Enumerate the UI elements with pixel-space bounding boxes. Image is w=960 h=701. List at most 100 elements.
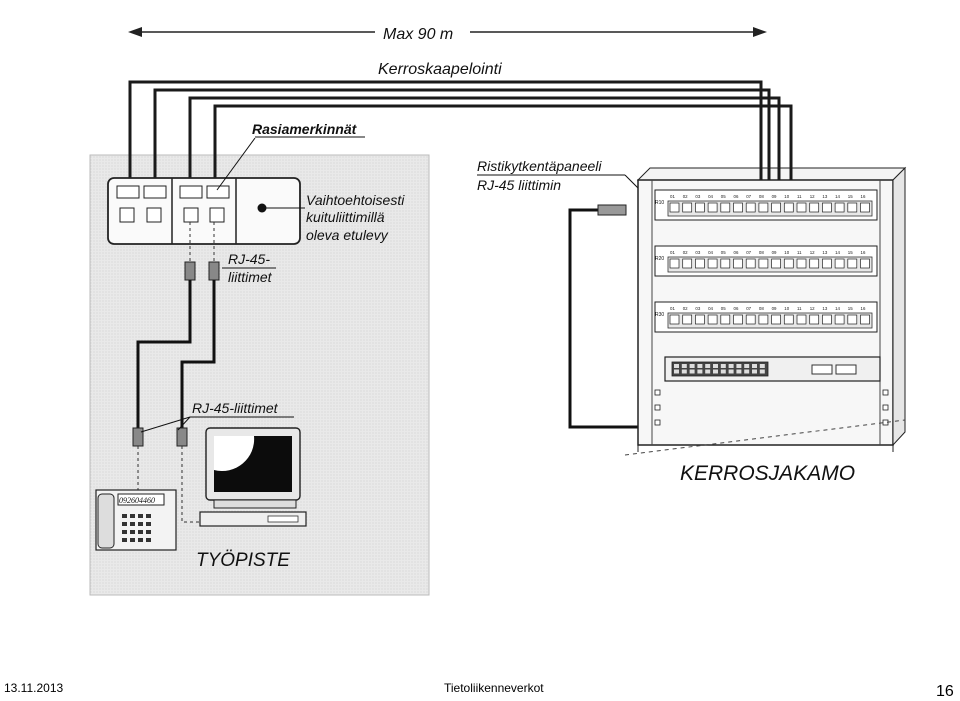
- patch-dashed: [189, 222, 215, 262]
- outlet-label-window: [179, 185, 203, 199]
- switch-port: [689, 369, 695, 374]
- switch-port: [759, 364, 765, 368]
- port-number-label: 10: [784, 194, 789, 199]
- port-number-label: 04: [708, 306, 713, 311]
- port-number-label: 13: [822, 194, 827, 199]
- port-number-label: 03: [695, 250, 700, 255]
- panel-row-label: R10: [655, 200, 664, 206]
- alt-front-label-line3: oleva etulevy: [306, 227, 389, 243]
- switch-port: [713, 369, 718, 374]
- workstation-patch-cables: [136, 280, 216, 428]
- wall-outlet: [107, 177, 301, 245]
- port-number-label: 10: [784, 306, 789, 311]
- phone-display-text: 092604460: [119, 496, 155, 505]
- patch-port: [834, 258, 845, 269]
- port-number-label: 06: [734, 194, 739, 199]
- switch-port: [744, 369, 750, 374]
- rack-legs: [637, 445, 894, 452]
- port-number-label: 01: [670, 306, 675, 311]
- outlet-markings-label: Rasiamerkinnät: [252, 121, 358, 137]
- device-cords: [137, 446, 200, 523]
- port-number-label: 05: [721, 194, 726, 199]
- patch-panel-label-line2: RJ-45 liittimin: [477, 177, 561, 193]
- alt-front-label-line1: Vaihtoehtoisesti: [306, 192, 405, 208]
- switch-port: [697, 369, 703, 374]
- switch-port: [759, 369, 765, 374]
- outlet-jack: [183, 207, 199, 223]
- patch-panel-label-line1: Ristikytkentäpaneeli: [477, 158, 602, 174]
- outlet-jack: [146, 207, 162, 223]
- patch-port: [809, 258, 820, 269]
- panel-row-label: R30: [655, 312, 664, 318]
- switch-port: [720, 369, 726, 374]
- patch-port: [707, 202, 718, 213]
- port-number-label: 14: [835, 194, 840, 199]
- page-number: 16: [936, 683, 954, 700]
- patch-port: [720, 258, 731, 269]
- switch-port: [674, 364, 679, 368]
- patch-port: [745, 314, 756, 325]
- port-number-label: 15: [848, 194, 853, 199]
- patch-port: [822, 202, 832, 213]
- port-number-label: 01: [670, 194, 675, 199]
- patch-port: [822, 314, 832, 325]
- panel-row-label: R20: [655, 256, 664, 262]
- patch-port: [758, 314, 769, 325]
- port-number-label: 11: [797, 306, 802, 311]
- patch-port: [847, 258, 858, 269]
- port-number-label: 16: [861, 250, 866, 255]
- patch-port: [860, 202, 870, 213]
- telephone-icon: [95, 489, 177, 551]
- port-number-label: 06: [734, 306, 739, 311]
- outlet-label-window: [143, 185, 167, 199]
- patch-port: [796, 202, 807, 213]
- switch-port: [720, 364, 726, 368]
- wiring-closet-label: KERROSJAKAMO: [680, 462, 855, 485]
- port-number-label: 16: [861, 194, 866, 199]
- switch-port: [744, 364, 750, 368]
- patch-port: [758, 258, 769, 269]
- switch-port: [697, 364, 703, 368]
- floor-cable-entries: [759, 168, 793, 180]
- alt-front-label-line2: kuituliittimillä: [306, 209, 385, 225]
- floor-line: [624, 419, 906, 456]
- switch-port: [705, 369, 711, 374]
- patch-port: [847, 202, 858, 213]
- port-number-label: 10: [784, 250, 789, 255]
- port-number-label: 09: [772, 194, 777, 199]
- port-number-label: 02: [683, 194, 688, 199]
- port-number-label: 01: [670, 250, 675, 255]
- port-number-label: 08: [759, 250, 764, 255]
- patch-port: [822, 258, 832, 269]
- port-number-label: 02: [683, 250, 688, 255]
- patch-port: [695, 258, 705, 269]
- port-number-label: 04: [708, 250, 713, 255]
- patch-port: [771, 314, 781, 325]
- port-number-label: 02: [683, 306, 688, 311]
- workstation-label: TYÖPISTE: [196, 550, 290, 571]
- outlet-label-window: [116, 185, 140, 199]
- patch-port: [834, 314, 845, 325]
- outlet-jack: [119, 207, 135, 223]
- port-number-label: 16: [861, 306, 866, 311]
- switch-port: [728, 369, 734, 374]
- patch-port: [796, 314, 807, 325]
- port-number-label: 11: [797, 250, 802, 255]
- patch-port: [834, 202, 845, 213]
- patch-port: [669, 258, 680, 269]
- patch-port: [682, 202, 693, 213]
- patch-port: [733, 258, 743, 269]
- patch-port: [707, 258, 718, 269]
- port-number-label: 05: [721, 306, 726, 311]
- port-number-label: 14: [835, 306, 840, 311]
- switch-port: [736, 369, 742, 374]
- footer-date: 13.11.2013: [4, 681, 64, 695]
- patch-port: [860, 258, 870, 269]
- port-number-label: 09: [772, 250, 777, 255]
- port-number-label: 11: [797, 194, 802, 199]
- port-number-label: 03: [695, 306, 700, 311]
- patch-port: [720, 314, 731, 325]
- patch-port: [758, 202, 769, 213]
- port-number-label: 15: [848, 306, 853, 311]
- outlet-label-window: [206, 185, 230, 199]
